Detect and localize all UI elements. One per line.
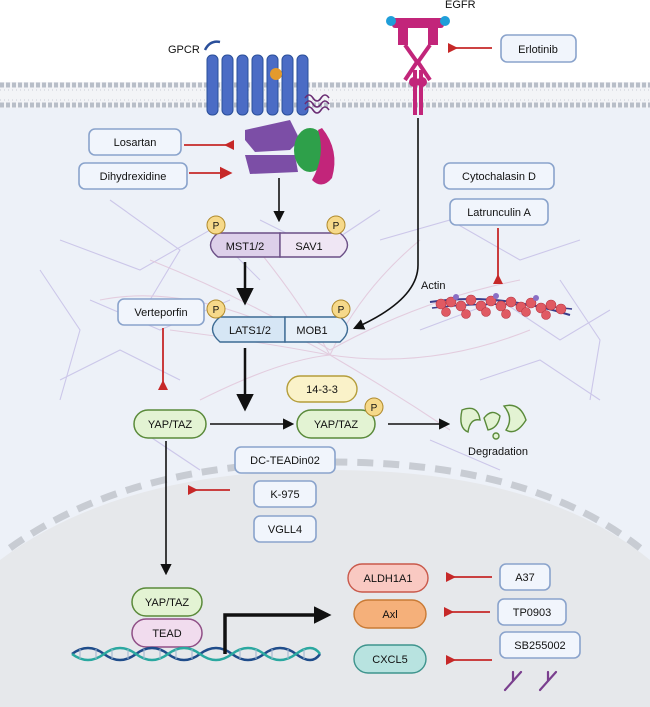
latrunculin-inhibition-head [493,274,503,284]
sb255002-box [499,631,581,659]
tp0903-box [497,598,567,626]
cxcl5-node [353,644,427,674]
sav1-phospho [326,215,346,235]
sav1-node [279,232,349,258]
egfr-to-mob1-arrow [352,118,419,330]
yaptaz-phosphorylated [296,409,376,439]
tead-inhibitors-head [188,485,198,495]
sb255002-inhibition-head [446,655,456,665]
sav1-phospho-label: P [333,221,340,232]
dna-helix [71,646,322,662]
tead-node [131,618,203,648]
a37-box [499,563,551,591]
gpcr-label: GPCR [168,44,200,56]
cytochalasin-label: Cytochalasin D [462,171,536,183]
k975-box [253,480,317,508]
sb255002-label: SB255002 [514,640,565,652]
p1433-node [286,375,358,403]
yaptaz-cytoplasmic [133,409,207,439]
losartan-box [88,128,182,156]
axl-label: Axl [382,609,397,621]
p1433-label: 14-3-3 [306,384,338,396]
vgll4-label: VGLL4 [268,524,302,536]
actin-filament [429,293,573,320]
k975-label: K-975 [270,489,299,501]
transcription-arrow [223,606,332,654]
erlotinib-box [500,34,577,63]
axl-node [353,599,427,629]
mst-phospho-label: P [213,221,220,232]
yaptaz-cytoplasmic-label: YAP/TAZ [148,419,192,431]
vgll4-box [253,515,317,543]
verteporfin-box [117,298,205,326]
dihydrexidine-box [78,162,188,190]
verteporfin-inhibition-head [158,380,168,390]
egfr-receptor [386,16,450,115]
mob1-phospho-label: P [338,305,345,316]
dc-teadin02-label: DC-TEADin02 [250,455,320,467]
dc-teadin02-box [234,446,336,474]
aldh1a1-node [347,563,429,593]
gpcr-receptor [203,40,335,185]
yaptaz-phosphorylated-label: YAP/TAZ [314,419,358,431]
a37-inhibition-head [446,572,456,582]
aldh1a1-label: ALDH1A1 [364,573,413,585]
nuclear-envelope [7,458,643,551]
erlotinib-label: Erlotinib [518,44,558,56]
mob1-phospho [331,299,351,319]
lats-label: LATS1/2 [229,325,271,337]
yaptaz-nuclear-label: YAP/TAZ [145,597,189,609]
lats-node [211,316,286,343]
cytochalasin-box [443,162,555,190]
a37-label: A37 [515,572,535,584]
latrunculin-label: Latrunculin A [467,207,531,219]
losartan-label: Losartan [114,137,157,149]
dihydrexidine-label: Dihydrexidine [100,171,167,183]
sav1-label: SAV1 [295,241,322,253]
degradation-fragments [460,404,527,440]
tp0903-label: TP0903 [513,607,552,619]
actin-label: Actin [421,280,445,292]
losartan-inhibition-head [224,140,234,150]
yaptaz-nuclear [131,587,203,617]
mst-phospho [206,215,226,235]
mst-node [209,232,281,258]
antibody-icons [503,670,558,692]
tead-label: TEAD [152,628,181,640]
verteporfin-label: Verteporfin [134,307,187,319]
egfr-label: EGFR [445,0,476,11]
tp0903-inhibition-head [444,607,454,617]
latrunculin-box [449,198,549,226]
lats-phospho-label: P [213,305,220,316]
erlotinib-inhibition-head [448,43,458,53]
mob1-label: MOB1 [296,325,327,337]
yaptaz-phospho [364,397,384,417]
degradation-label: Degradation [468,446,528,458]
lats-phospho [206,299,226,319]
mst-label: MST1/2 [226,241,265,253]
yaptaz-phospho-label: P [371,403,378,414]
cxcl5-label: CXCL5 [372,654,407,666]
